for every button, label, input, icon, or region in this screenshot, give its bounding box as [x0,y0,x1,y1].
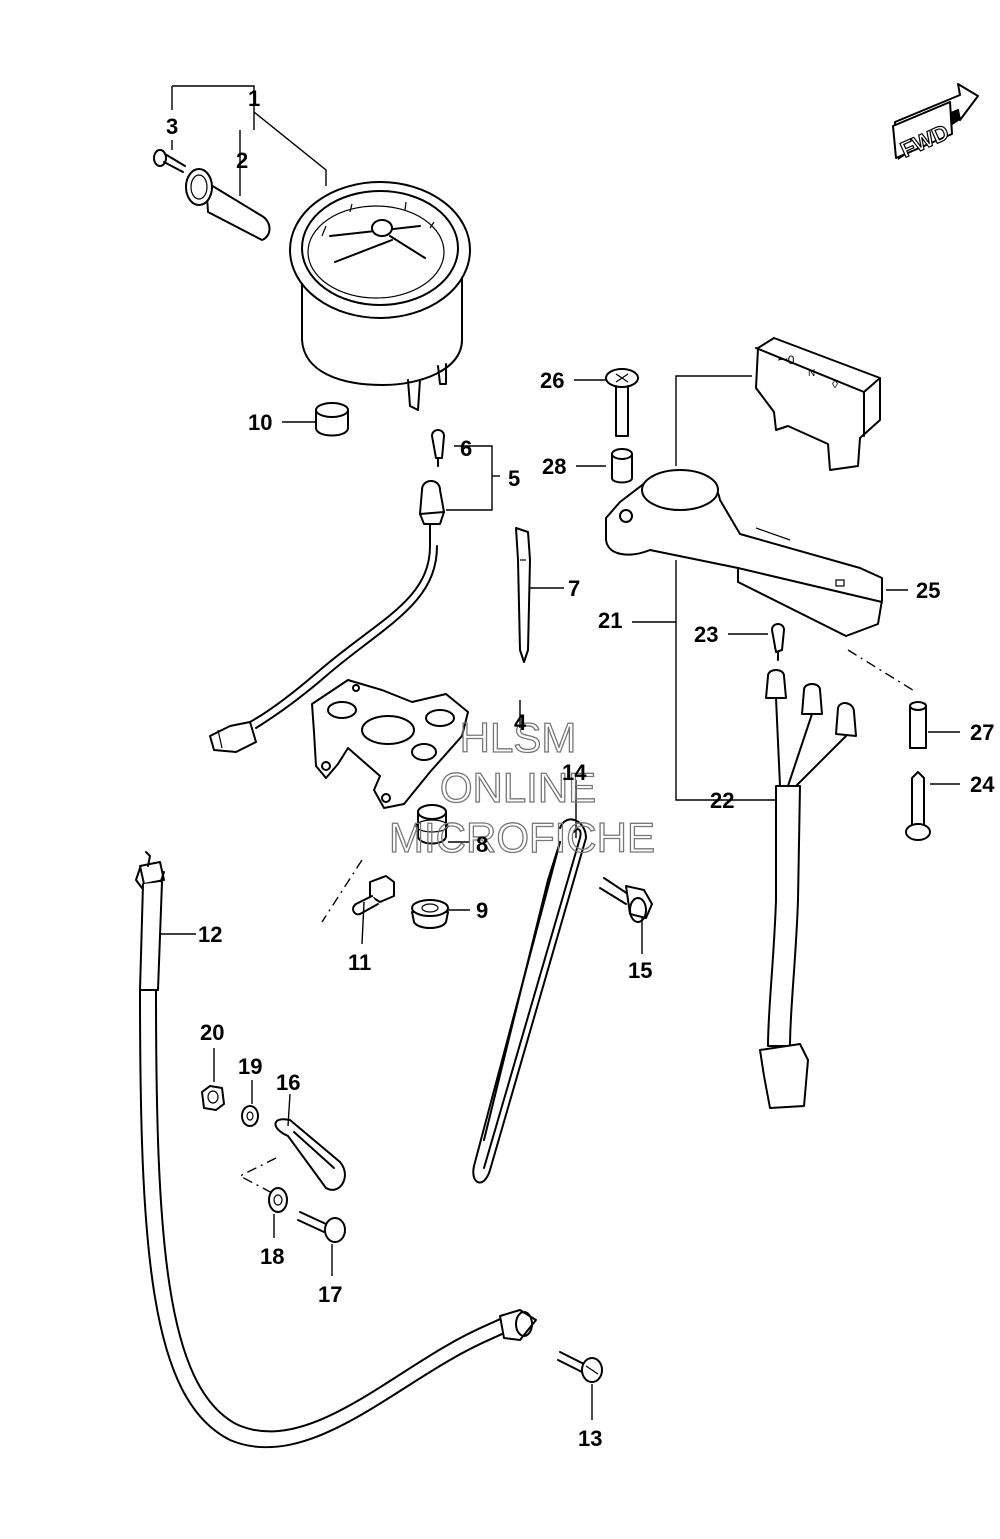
wire-harness-22 [759,669,857,1109]
callout-22: 22 [710,788,734,813]
callout-23: 23 [694,622,718,647]
callout-8: 8 [476,832,488,857]
speedometer-gauge [289,181,471,411]
bolt-15 [599,877,653,923]
bulb-6 [431,429,445,467]
grommet-8 [415,804,449,845]
nut-20 [201,1085,225,1111]
svg-text:◊: ◊ [832,377,838,391]
leader-lines [160,85,960,1420]
screw-26 [605,368,639,437]
callout-28: 28 [542,454,566,479]
indicator-housing-25 [605,469,883,637]
callout-13: 13 [578,1426,602,1451]
callout-20: 20 [200,1020,224,1045]
callout-3: 3 [166,114,178,139]
spacer-28 [611,448,633,484]
bracket-4 [311,679,469,809]
speedometer-cable-12 [135,851,537,1449]
washer-19 [241,1105,259,1127]
watermark-line1: HLSM [460,714,577,761]
indicator-panel: ꟷ0 N ◊ [755,337,881,471]
callout-24: 24 [970,772,995,797]
callout-10: 10 [248,410,272,435]
callout-25: 25 [916,578,940,603]
cable-tie-7 [515,527,531,663]
callout-4: 4 [514,710,527,735]
callout-18: 18 [260,1244,284,1269]
svg-text:N: N [808,368,815,379]
clamp-14 [472,818,587,1184]
bolt-11 [352,875,395,916]
svg-text:ꟷ0: ꟷ0 [778,353,795,367]
callout-6: 6 [460,436,472,461]
lamp-socket-5 [209,480,445,753]
screw-17 [297,1211,346,1243]
clip-16 [274,1118,346,1191]
spacer-27 [909,701,927,749]
callout-26: 26 [540,368,564,393]
screw-13 [557,1351,603,1383]
screw-24 [905,771,931,841]
callout-5: 5 [508,466,520,491]
fwd-arrow-icon: FWD [892,83,979,163]
callout-27: 27 [970,720,994,745]
callout-15: 15 [628,958,652,983]
watermark: HLSM ONLINE MICROFICHE [388,713,655,861]
callout-9: 9 [476,898,488,923]
callout-16: 16 [276,1070,300,1095]
trip-knob [185,168,271,241]
callout-17: 17 [318,1282,342,1307]
callout-12: 12 [198,922,222,947]
callout-2: 2 [236,148,248,173]
collar-9 [411,899,449,929]
callout-11: 11 [348,950,371,975]
washer-18 [268,1187,288,1213]
watermark-line2: ONLINE [440,764,596,811]
watermark-line3: MICROFICHE [389,814,655,861]
bulb-23 [771,623,785,661]
cap-10 [315,402,349,437]
callout-21: 21 [598,608,622,633]
callout-7: 7 [568,576,580,601]
screw-3 [153,149,186,173]
callout-labels: 1 2 3 4 5 6 7 8 9 10 11 12 13 14 15 16 1… [166,86,995,1451]
callout-19: 19 [238,1054,262,1079]
callout-14: 14 [562,760,587,785]
callout-1: 1 [248,86,260,111]
